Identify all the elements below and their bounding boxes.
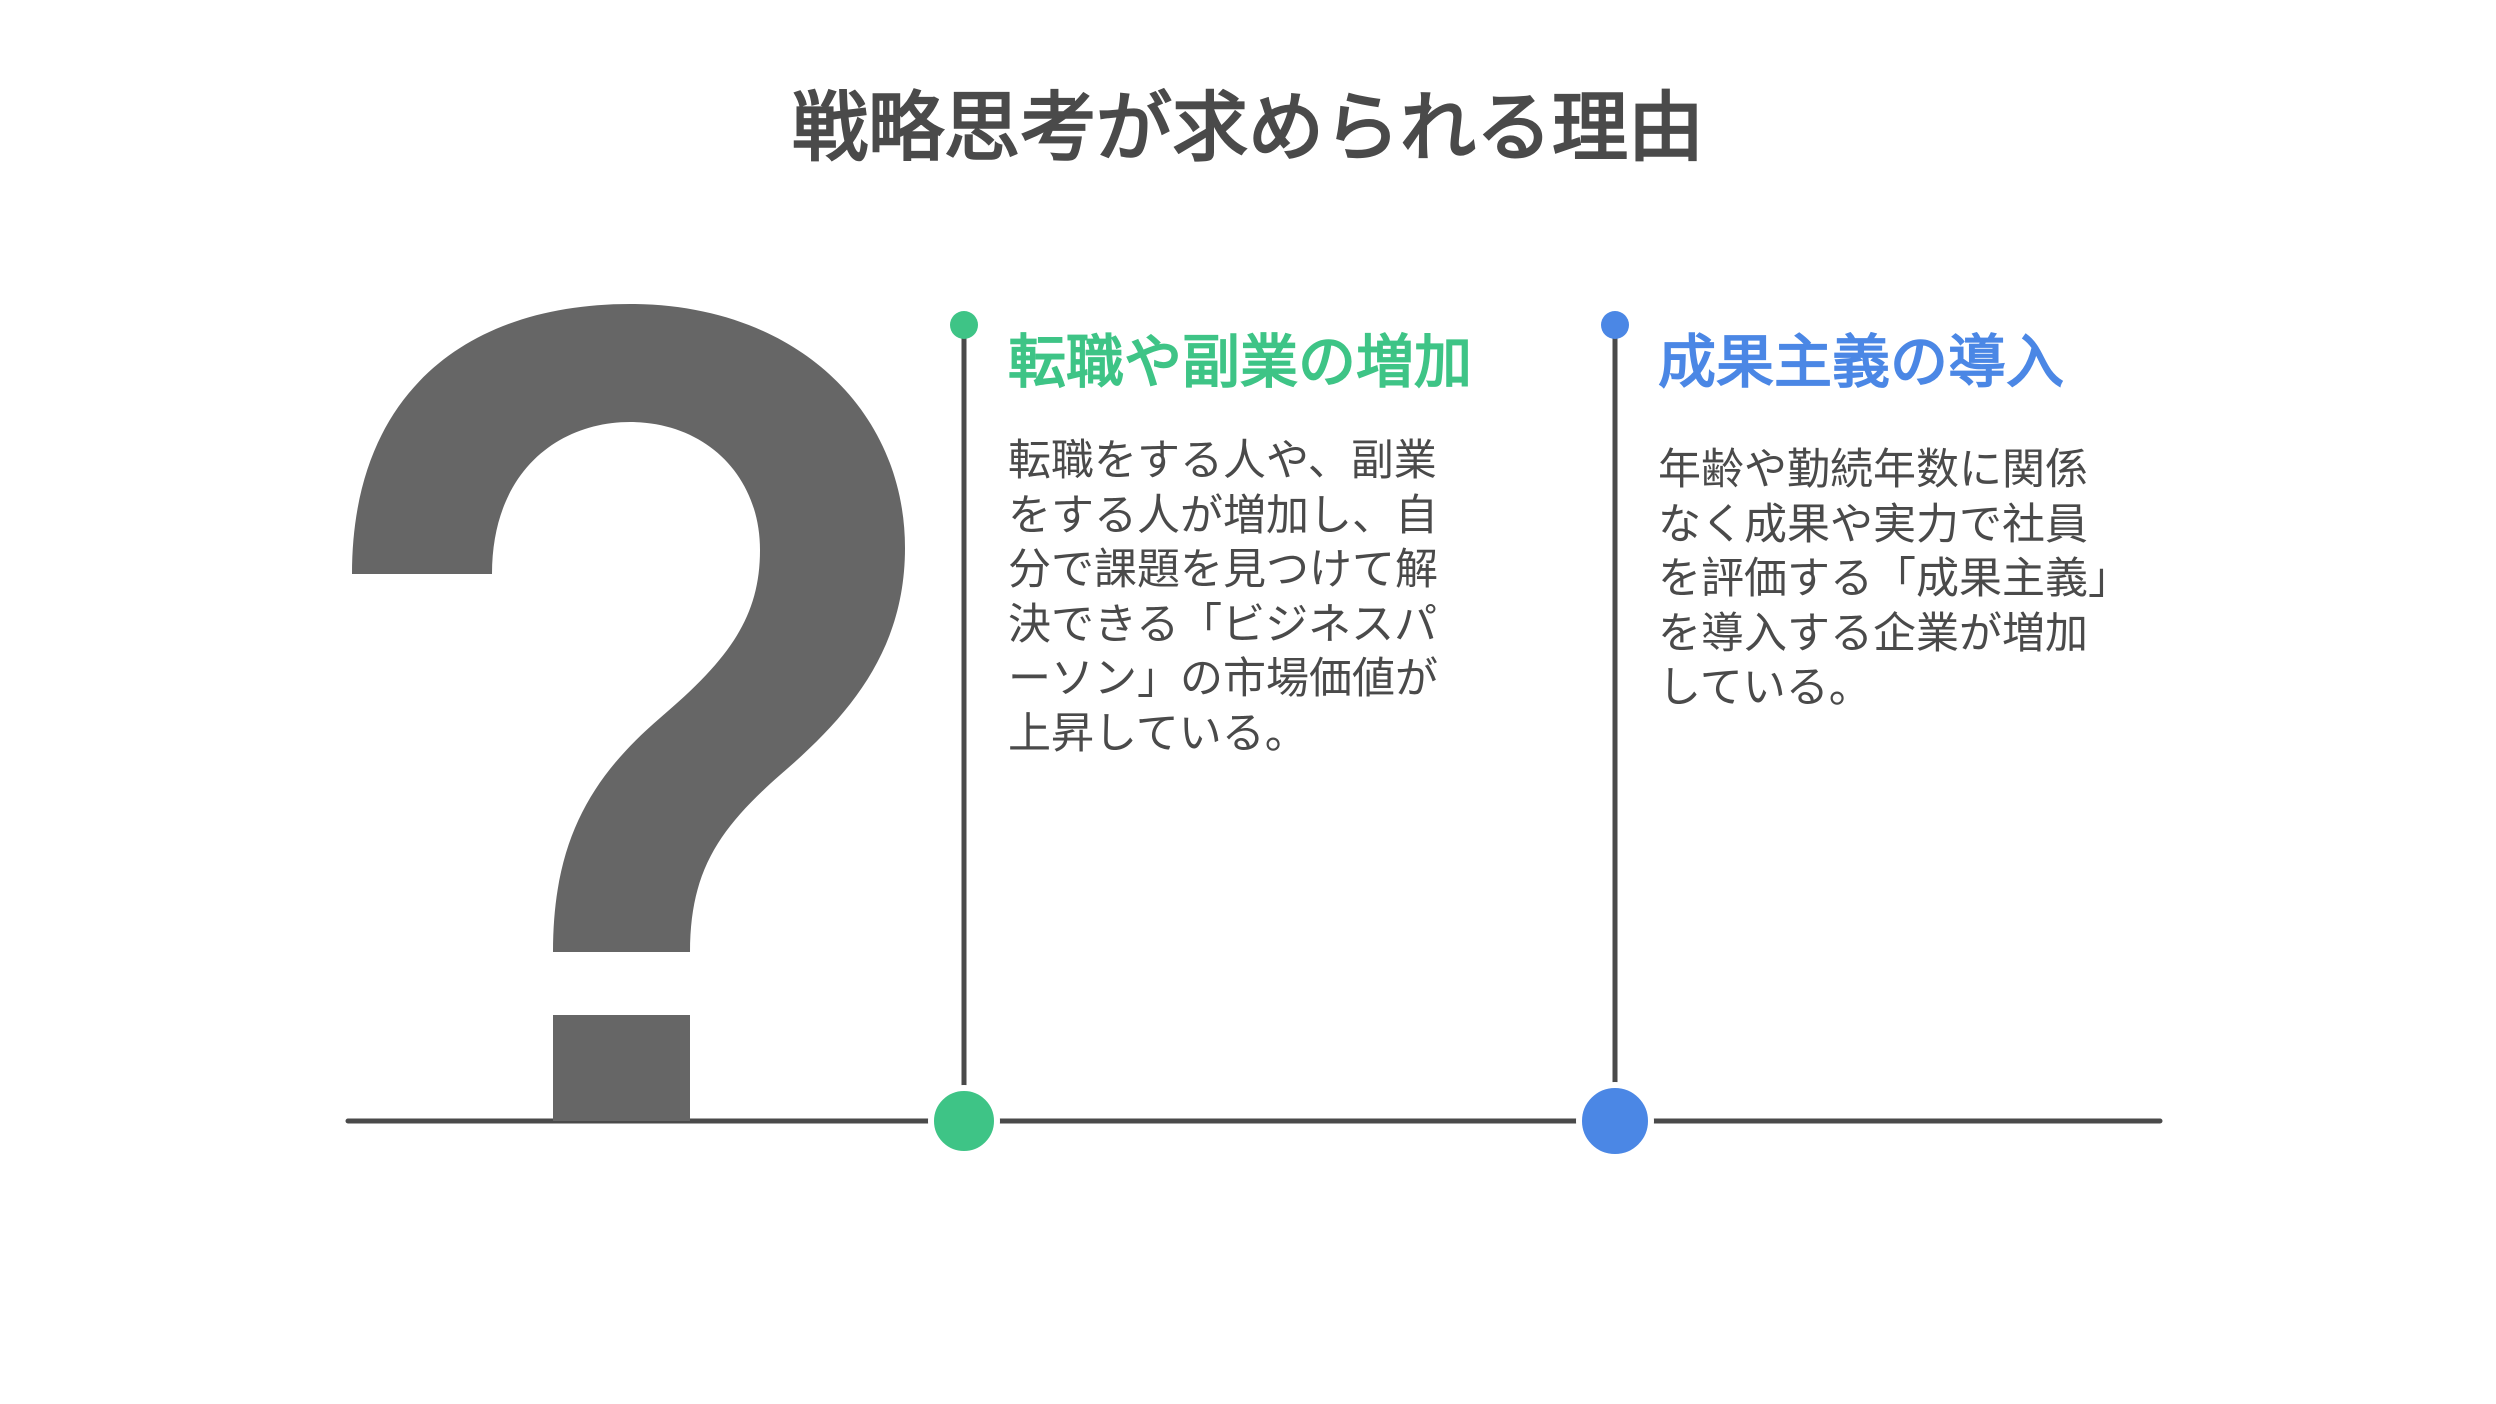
item-body-2-line: している。: [1658, 663, 1872, 713]
marker-item-2: [1576, 311, 1654, 1160]
item-body-1-line: 転職をする人や、副業: [1008, 436, 1437, 486]
item-body-2-line: なく成果や実力で社員: [1658, 499, 2088, 550]
item-body-1-line: 決できる「ビジネスパ: [1008, 599, 1438, 650]
item-body-1-line: 上昇している。: [1008, 708, 1308, 759]
item-body-2-line: を評価する「成果主義」: [1658, 554, 2131, 604]
page-title: 戦略思考が求められる理由: [792, 83, 1704, 172]
marker-node-item-2: [1576, 1082, 1654, 1160]
item-body-2: 年齢や勤続年数に関係 なく成果や実力で社員 を評価する「成果主義」 を導入する企…: [1658, 443, 2148, 716]
item-heading-1: 転職や副業の増加: [1008, 328, 1473, 396]
item-body-2-line: を導入する企業が増加: [1658, 608, 2088, 659]
item-body-1-line: ーソン」の市場価値が: [1008, 654, 1438, 704]
item-body-1-line: 分で課題を見つけて解: [1008, 545, 1438, 595]
question-mark-icon: [352, 304, 905, 1121]
marker-node-item-1: [928, 1085, 1000, 1157]
item-body-1: 転職をする人や、副業 をする人が増加し、自 分で課題を見つけて解 決できる「ビジ…: [1008, 434, 1478, 761]
item-heading-2: 成果主義の導入: [1658, 328, 2065, 396]
item-body-2-line: 年齢や勤続年数に関係: [1658, 445, 2088, 495]
item-body-1-line: をする人が増加し、自: [1008, 490, 1438, 541]
marker-item-1: [928, 311, 1000, 1157]
marker-top-dot-item-2: [1601, 311, 1629, 339]
marker-top-dot-item-1: [950, 311, 978, 339]
